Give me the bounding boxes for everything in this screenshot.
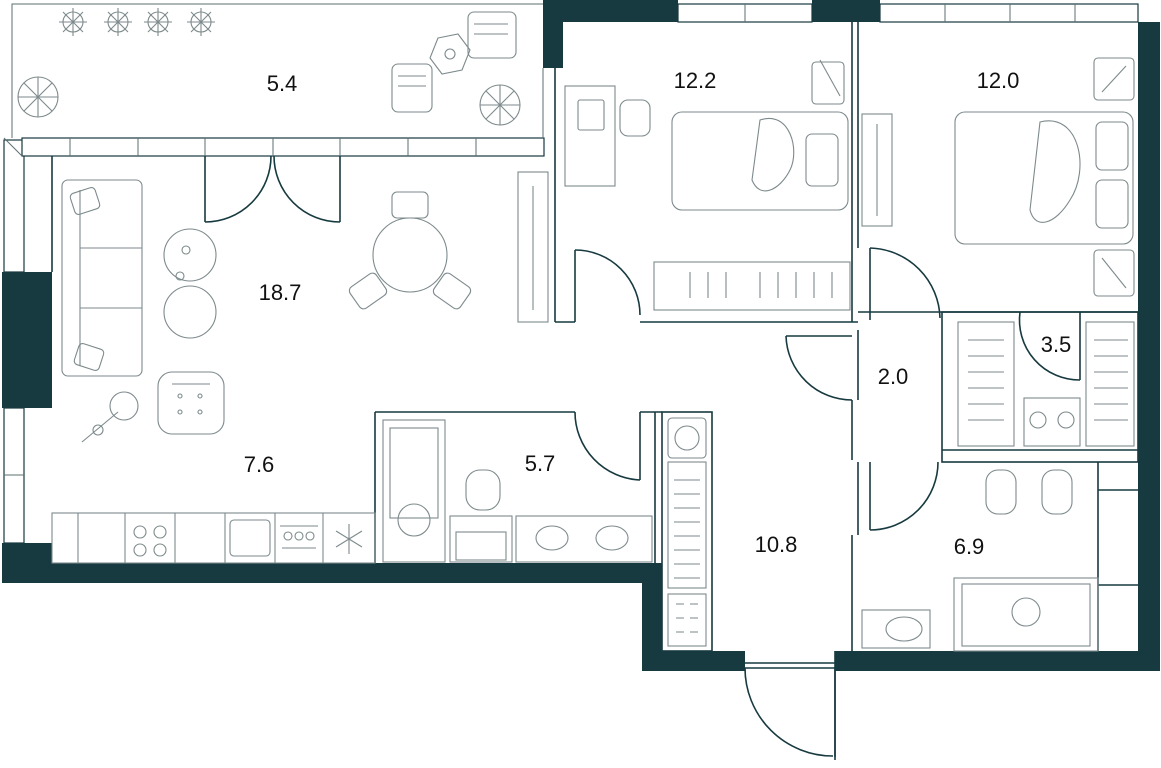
plant-icon xyxy=(187,8,215,36)
area-label-wardrobe: 3.5 xyxy=(1041,332,1072,357)
toilet-icon xyxy=(465,469,501,511)
wardrobe-icon xyxy=(653,261,851,311)
bathroom-1-fixtures xyxy=(382,419,653,563)
armchair-icon xyxy=(157,371,225,435)
hallway-fixtures xyxy=(667,417,707,647)
plant-pot-icon xyxy=(17,76,59,118)
chair-icon xyxy=(348,272,388,310)
area-label-balcony: 5.4 xyxy=(267,71,298,96)
snowflake-icon xyxy=(335,524,363,554)
shoe-rack-icon xyxy=(667,593,707,647)
dining-table-icon xyxy=(372,217,448,293)
vanity-icon xyxy=(515,515,653,563)
sofa-icon xyxy=(61,179,143,377)
plant-icon xyxy=(144,8,172,36)
floor-lamp-icon xyxy=(81,391,139,443)
balcony-furniture xyxy=(17,8,521,126)
counter-icon xyxy=(51,512,376,564)
desk-icon xyxy=(564,85,616,187)
area-label-living-room: 18.7 xyxy=(259,280,302,305)
plant-pot-icon xyxy=(479,84,521,126)
doors xyxy=(204,155,1081,757)
bed-icon xyxy=(954,111,1134,245)
bedroom-2-furniture xyxy=(861,57,1135,297)
lounge-chair-icon xyxy=(391,63,433,113)
plant-icon xyxy=(104,8,132,36)
area-label-bathroom-2: 6.9 xyxy=(954,534,985,559)
wardrobe-shelves xyxy=(957,321,1135,447)
radiator-icon xyxy=(517,171,549,323)
area-label-bathroom-1: 5.7 xyxy=(525,451,556,476)
hob-icon xyxy=(133,525,167,557)
chair-icon xyxy=(432,272,472,310)
living-furniture xyxy=(61,179,472,443)
bidet-icon xyxy=(985,469,1017,515)
lounge-chair-icon xyxy=(467,11,517,59)
bathtub-icon xyxy=(953,577,1099,652)
area-label-kitchen: 7.6 xyxy=(244,452,275,477)
oven-icon xyxy=(280,525,318,549)
balcony-outline xyxy=(3,3,544,157)
desk-chair-icon xyxy=(619,99,651,137)
plant-icon xyxy=(59,8,87,36)
sink-icon xyxy=(861,609,931,649)
kitchen-furniture xyxy=(51,512,376,564)
bed-icon xyxy=(671,111,849,211)
monitor-icon xyxy=(577,99,605,131)
bathroom-2-fixtures xyxy=(861,469,1099,652)
area-label-bedroom-2: 12.0 xyxy=(977,68,1020,93)
radiator-icon xyxy=(861,113,893,227)
coffee-table-icon xyxy=(163,228,217,282)
washing-machine-icon xyxy=(449,515,513,563)
bedroom-1-furniture xyxy=(517,59,851,323)
interior-walls xyxy=(51,22,1139,760)
coat-rack-icon xyxy=(667,461,707,589)
exterior-walls xyxy=(2,0,1160,671)
area-label-hallway: 10.8 xyxy=(755,532,798,557)
windows xyxy=(3,3,1139,544)
room-labels: 5.4 12.2 12.0 18.7 3.5 2.0 7.6 5.7 10.8 … xyxy=(244,68,1072,559)
chair-icon xyxy=(391,191,429,219)
side-table-icon xyxy=(429,33,471,75)
area-label-corridor: 2.0 xyxy=(878,364,909,389)
shower-icon xyxy=(382,419,446,563)
sink-icon xyxy=(229,519,271,557)
toilet-icon xyxy=(1041,469,1073,515)
washer-icon xyxy=(667,417,707,459)
area-label-bedroom-1: 12.2 xyxy=(674,68,717,93)
